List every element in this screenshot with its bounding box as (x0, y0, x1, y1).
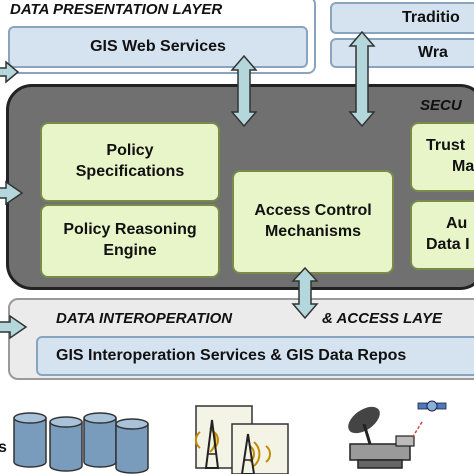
traditional-box: Traditio (330, 2, 474, 34)
interoperation-title-right: & ACCESS LAYE (322, 310, 443, 327)
trust-line1: Trust (426, 137, 466, 155)
access-control-line2: Mechanisms (264, 223, 362, 240)
wrapper-box: Wra (330, 38, 474, 68)
radio-tower-icon (195, 405, 289, 474)
security-layer-title: SECU (420, 97, 462, 114)
audit-line1: Au (446, 215, 468, 233)
access-control-line1: Access Control (254, 202, 372, 220)
interoperation-title-left: DATA INTEROPERATION (56, 310, 233, 327)
gis-interoperation-services-label: GIS Interoperation Services & GIS Data R… (56, 347, 407, 364)
policy-reasoning-engine-box: Policy Reasoning Engine (40, 204, 220, 278)
double-arrow-access-control (291, 266, 319, 320)
gis-web-services-box: GIS Web Services (8, 26, 308, 68)
double-arrow-wrappers (348, 30, 376, 128)
policy-specifications-line1: Policy (106, 142, 154, 160)
audit-line2: Data I (426, 236, 470, 253)
left-arrow-top (0, 60, 20, 84)
double-arrow-web-services (230, 54, 258, 128)
left-arrow-middle (0, 180, 24, 206)
database-icon: s (0, 412, 149, 474)
policy-reasoning-line1: Policy Reasoning (63, 221, 197, 239)
wrapper-label: Wra (418, 44, 448, 61)
trust-management-box: Trust Mar (410, 122, 474, 192)
policy-reasoning-line2: Engine (103, 242, 157, 259)
trust-line2: Mar (452, 158, 474, 175)
gis-web-services-label: GIS Web Services (90, 38, 226, 55)
svg-text:s: s (0, 439, 7, 456)
traditional-label: Traditio (402, 9, 460, 26)
policy-specifications-box: Policy Specifications (40, 122, 220, 202)
audit-box: Au Data I (410, 200, 474, 270)
gis-interoperation-services-box: GIS Interoperation Services & GIS Data R… (36, 336, 474, 376)
presentation-layer-title: DATA PRESENTATION LAYER (10, 1, 223, 18)
satellite-dish-icon (348, 400, 447, 469)
left-arrow-bottom (0, 314, 28, 340)
access-control-mechanisms-box: Access Control Mechanisms (232, 170, 394, 274)
policy-specifications-line2: Specifications (75, 163, 185, 180)
